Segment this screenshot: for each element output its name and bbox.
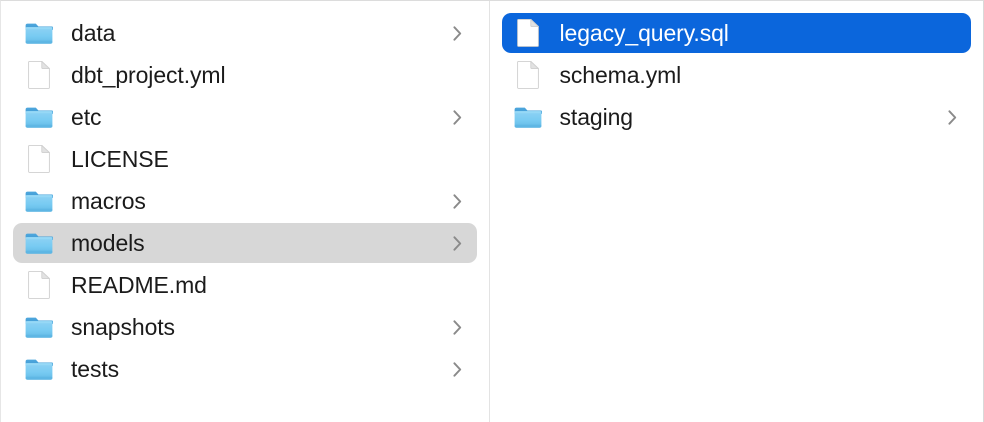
file-row[interactable]: dbt_project.yml [13,55,477,95]
row-label: LICENSE [71,146,169,172]
chevron-right-icon-glyph [453,319,462,335]
folder-icon-glyph [25,317,53,338]
disclosure-chevron-icon[interactable] [945,107,959,127]
document-icon [24,270,54,300]
folder-icon [24,312,54,342]
file-row[interactable]: legacy_query.sql [501,13,971,53]
folder-icon [24,228,54,258]
folder-icon-glyph [25,191,53,212]
document-icon [513,18,543,48]
chevron-right-icon-glyph [453,193,462,209]
document-icon-glyph [516,19,539,47]
chevron-right-icon-glyph [453,25,462,41]
folder-icon-glyph [25,233,53,254]
row-label: etc [71,104,102,130]
row-label: README.md [71,272,207,298]
folder-icon [24,354,54,384]
folder-icon-glyph [514,107,542,128]
document-icon-glyph [28,271,50,299]
row-label: schema.yml [559,62,682,88]
chevron-right-icon-glyph [453,235,462,251]
chevron-right-icon-glyph [453,361,462,377]
folder-row[interactable]: macros [13,181,477,221]
row-label: tests [71,356,120,382]
folder-icon-glyph [25,23,53,44]
folder-icon [24,18,54,48]
folder-row[interactable]: staging [502,97,972,137]
folder-row[interactable]: models [13,223,477,263]
file-row[interactable]: README.md [13,265,477,305]
document-icon [24,144,54,174]
row-label: staging [559,104,634,130]
folder-row[interactable]: etc [13,97,477,137]
chevron-right-icon-glyph [947,109,956,125]
folder-row[interactable]: tests [13,349,477,389]
file-row[interactable]: LICENSE [13,139,477,179]
row-label: data [71,20,116,46]
chevron-right-icon-glyph [453,109,462,125]
disclosure-chevron-icon[interactable] [451,23,465,43]
document-icon [24,60,54,90]
disclosure-chevron-icon[interactable] [451,317,465,337]
document-icon-glyph [28,61,50,89]
folder-row[interactable]: snapshots [13,307,477,347]
disclosure-chevron-icon[interactable] [451,359,465,379]
disclosure-chevron-icon[interactable] [451,191,465,211]
row-label: dbt_project.yml [71,62,226,88]
document-icon-glyph [28,145,50,173]
folder-icon [24,186,54,216]
row-label: snapshots [71,314,175,340]
row-label: legacy_query.sql [559,20,729,46]
folder-icon [24,102,54,132]
file-row[interactable]: schema.yml [502,55,972,95]
disclosure-chevron-icon[interactable] [451,233,465,253]
row-label: macros [71,188,146,214]
disclosure-chevron-icon[interactable] [451,107,465,127]
folder-row[interactable]: data [13,13,477,53]
child-column[interactable]: legacy_query.sql schema.yml staging [490,1,984,422]
document-icon [513,60,543,90]
document-icon-glyph [516,61,539,89]
folder-icon [513,102,543,132]
folder-icon-glyph [25,359,53,380]
row-label: models [71,230,145,256]
folder-icon-glyph [25,107,53,128]
